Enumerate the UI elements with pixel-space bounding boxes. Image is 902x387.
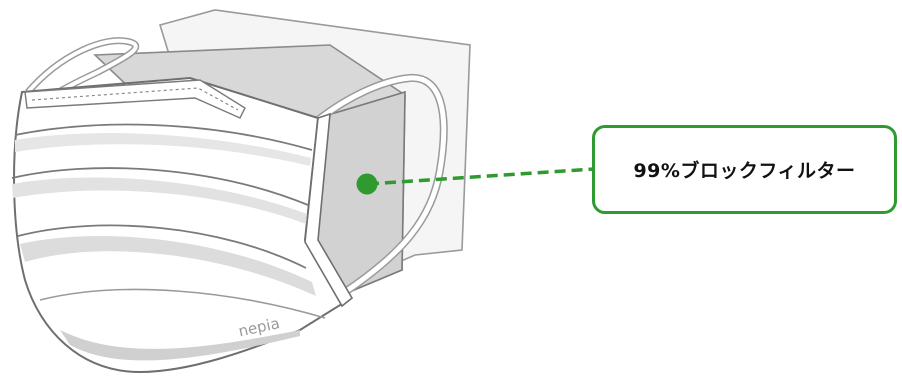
callout-box: 99%ブロックフィルター	[592, 125, 897, 214]
callout-label: 99%ブロックフィルター	[633, 156, 855, 183]
callout-marker-dot	[357, 174, 378, 195]
mask-body	[14, 78, 345, 372]
